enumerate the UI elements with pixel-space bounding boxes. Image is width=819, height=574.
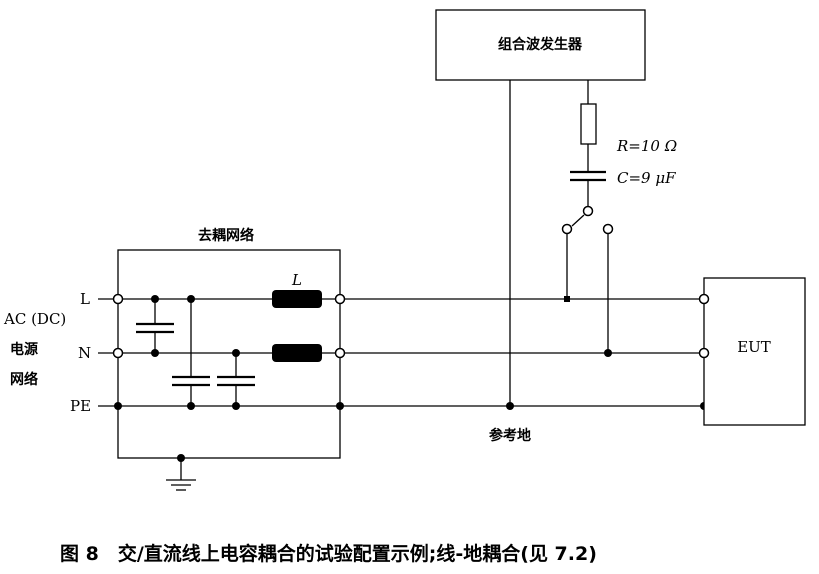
line-label-n: N: [78, 344, 91, 362]
eut-box: [703, 277, 806, 426]
dn-in-terminal-l: [112, 293, 124, 305]
junction-n-c3: [232, 349, 240, 357]
eut-terminal-l: [698, 293, 710, 305]
inductor-label: L: [291, 271, 302, 289]
junction-pe-c2: [187, 402, 195, 410]
generator-box: [435, 9, 646, 81]
inductor-n: [272, 344, 322, 362]
junction-pe-c3: [232, 402, 240, 410]
junction-l-c1: [151, 295, 159, 303]
eut-label: EUT: [737, 338, 771, 356]
reference-ground-label: 参考地: [489, 427, 531, 444]
dn-out-terminal-n: [334, 347, 346, 359]
switch-contact-l: [561, 223, 573, 235]
source-label-power: 电源: [10, 341, 38, 358]
source-label-network: 网络: [10, 371, 38, 388]
dn-out-terminal-l: [334, 293, 346, 305]
switch-common-contact: [582, 205, 594, 217]
capacitor-label: C=9 μF: [617, 169, 676, 187]
junction-pe-right: [336, 402, 344, 410]
switch-blade: [571, 214, 585, 227]
junction-n-switch: [604, 349, 612, 357]
junction-pe-generator: [506, 402, 514, 410]
line-label-pe: PE: [70, 397, 91, 415]
eut-terminal-n: [698, 347, 710, 359]
inductor-l: [272, 290, 322, 308]
figure-caption: 图 8 交/直流线上电容耦合的试验配置示例;线-地耦合(见 7.2): [60, 542, 597, 565]
generator-label: 组合波发生器: [498, 36, 583, 53]
junction-n-c1: [151, 349, 159, 357]
switch-contact-n: [602, 223, 614, 235]
resistor: [580, 103, 597, 145]
junction-pe-left: [114, 402, 122, 410]
dn-in-terminal-n: [112, 347, 124, 359]
resistor-label: R=10 Ω: [616, 137, 677, 155]
junction-l-c2: [187, 295, 195, 303]
line-label-l: L: [80, 290, 90, 308]
decoupling-network-label: 去耦网络: [198, 227, 254, 244]
source-label-acdc: AC (DC): [3, 310, 66, 328]
